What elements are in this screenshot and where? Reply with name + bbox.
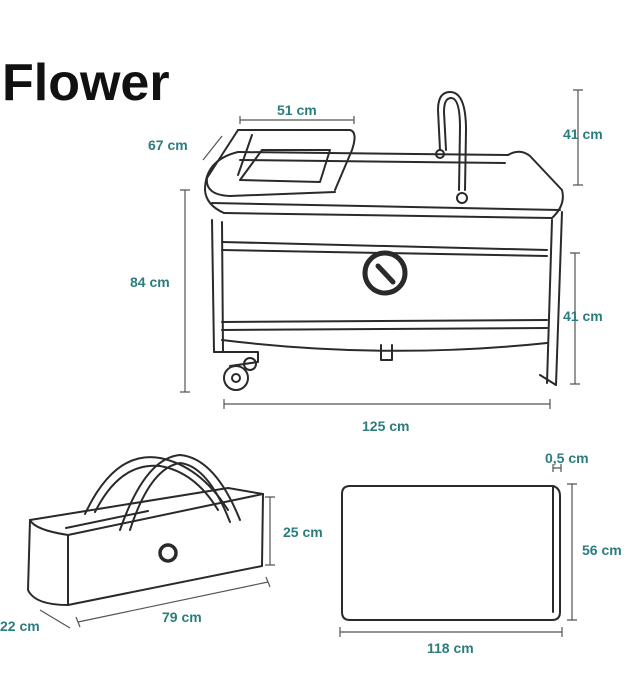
bag-front-bottom xyxy=(67,565,263,606)
mattress-outline xyxy=(341,485,561,621)
changer-left xyxy=(205,129,336,197)
cot-depth-label: 67 cm xyxy=(148,137,188,153)
mobile-arch-base xyxy=(456,192,468,204)
mattress-thickness-label: 0,5 cm xyxy=(545,450,589,466)
product-title: Flower xyxy=(2,54,170,112)
mattress-length-line xyxy=(339,627,563,637)
cot-height-line xyxy=(180,189,190,393)
bag-height-label: 25 cm xyxy=(283,524,323,540)
cot-bottom-curve xyxy=(221,339,548,352)
changer-top xyxy=(237,129,356,191)
arch-height-line xyxy=(573,89,583,186)
cot-front-panel-bottom xyxy=(221,327,548,331)
bag-left-end xyxy=(27,519,69,606)
mattress-dimension-lines xyxy=(339,464,577,637)
cot-wheel-hub xyxy=(231,373,241,383)
bag-height-line xyxy=(265,496,275,566)
changer-width-line xyxy=(239,116,355,124)
bag-right-end xyxy=(261,493,264,567)
cot-left-corner xyxy=(204,151,239,214)
mattress-width-line xyxy=(567,483,577,621)
cot-front-rail xyxy=(211,202,561,211)
mobile-arch-inner xyxy=(443,97,461,191)
brand-logo-icon xyxy=(362,250,408,296)
carry-bag-drawing xyxy=(27,454,264,606)
cot-front-rail-lower xyxy=(223,212,553,219)
bag-length-line xyxy=(75,576,271,628)
mattress-length-label: 118 cm xyxy=(427,640,474,656)
side-height-label: 41 cm xyxy=(563,308,603,324)
cot-left-leg xyxy=(211,219,215,353)
bag-handle-left xyxy=(84,456,229,515)
cot-back-rail-inner xyxy=(239,159,506,164)
changer-fold xyxy=(237,134,253,176)
cot-right-foot xyxy=(539,374,557,386)
bag-handle-left-inner xyxy=(94,464,219,513)
cot-back-rail xyxy=(237,151,509,156)
bag-depth-label: 22 cm xyxy=(0,618,40,634)
cot-dimension-lines xyxy=(180,89,583,409)
changer-width-label: 51 cm xyxy=(277,102,317,118)
bag-length-label: 79 cm xyxy=(162,609,202,625)
cot-right-corner xyxy=(507,150,564,219)
side-height-line xyxy=(570,252,580,385)
cot-wheel-rear xyxy=(243,357,257,371)
cot-front-panel-top xyxy=(221,241,548,251)
arch-height-label: 41 cm xyxy=(563,126,603,142)
changer-inner xyxy=(239,149,331,183)
cot-right-leg-back xyxy=(555,211,563,386)
bag-zip-line xyxy=(65,510,149,529)
mobile-arch xyxy=(437,91,467,191)
mattress-width-label: 56 cm xyxy=(582,542,622,558)
cot-right-leg xyxy=(546,219,553,384)
mobile-arch-clip xyxy=(435,149,445,159)
cot-wheel xyxy=(223,365,249,391)
cot-depth-line xyxy=(202,135,223,161)
mattress-drawing xyxy=(341,485,561,621)
cot-middle-foot xyxy=(380,344,393,361)
cot-width-line xyxy=(223,399,551,409)
bag-handle-right xyxy=(119,454,241,531)
bag-depth-line xyxy=(39,609,71,629)
travel-cot-drawing xyxy=(204,91,564,391)
cot-height-label: 84 cm xyxy=(130,274,170,290)
bag-dimension-lines xyxy=(39,496,275,629)
cot-front-panel-low xyxy=(221,319,548,323)
mattress-thickness-line xyxy=(552,464,562,472)
bag-logo-icon xyxy=(158,543,178,563)
cot-width-label: 125 cm xyxy=(362,418,409,434)
bag-handle-right-inner xyxy=(129,462,231,531)
